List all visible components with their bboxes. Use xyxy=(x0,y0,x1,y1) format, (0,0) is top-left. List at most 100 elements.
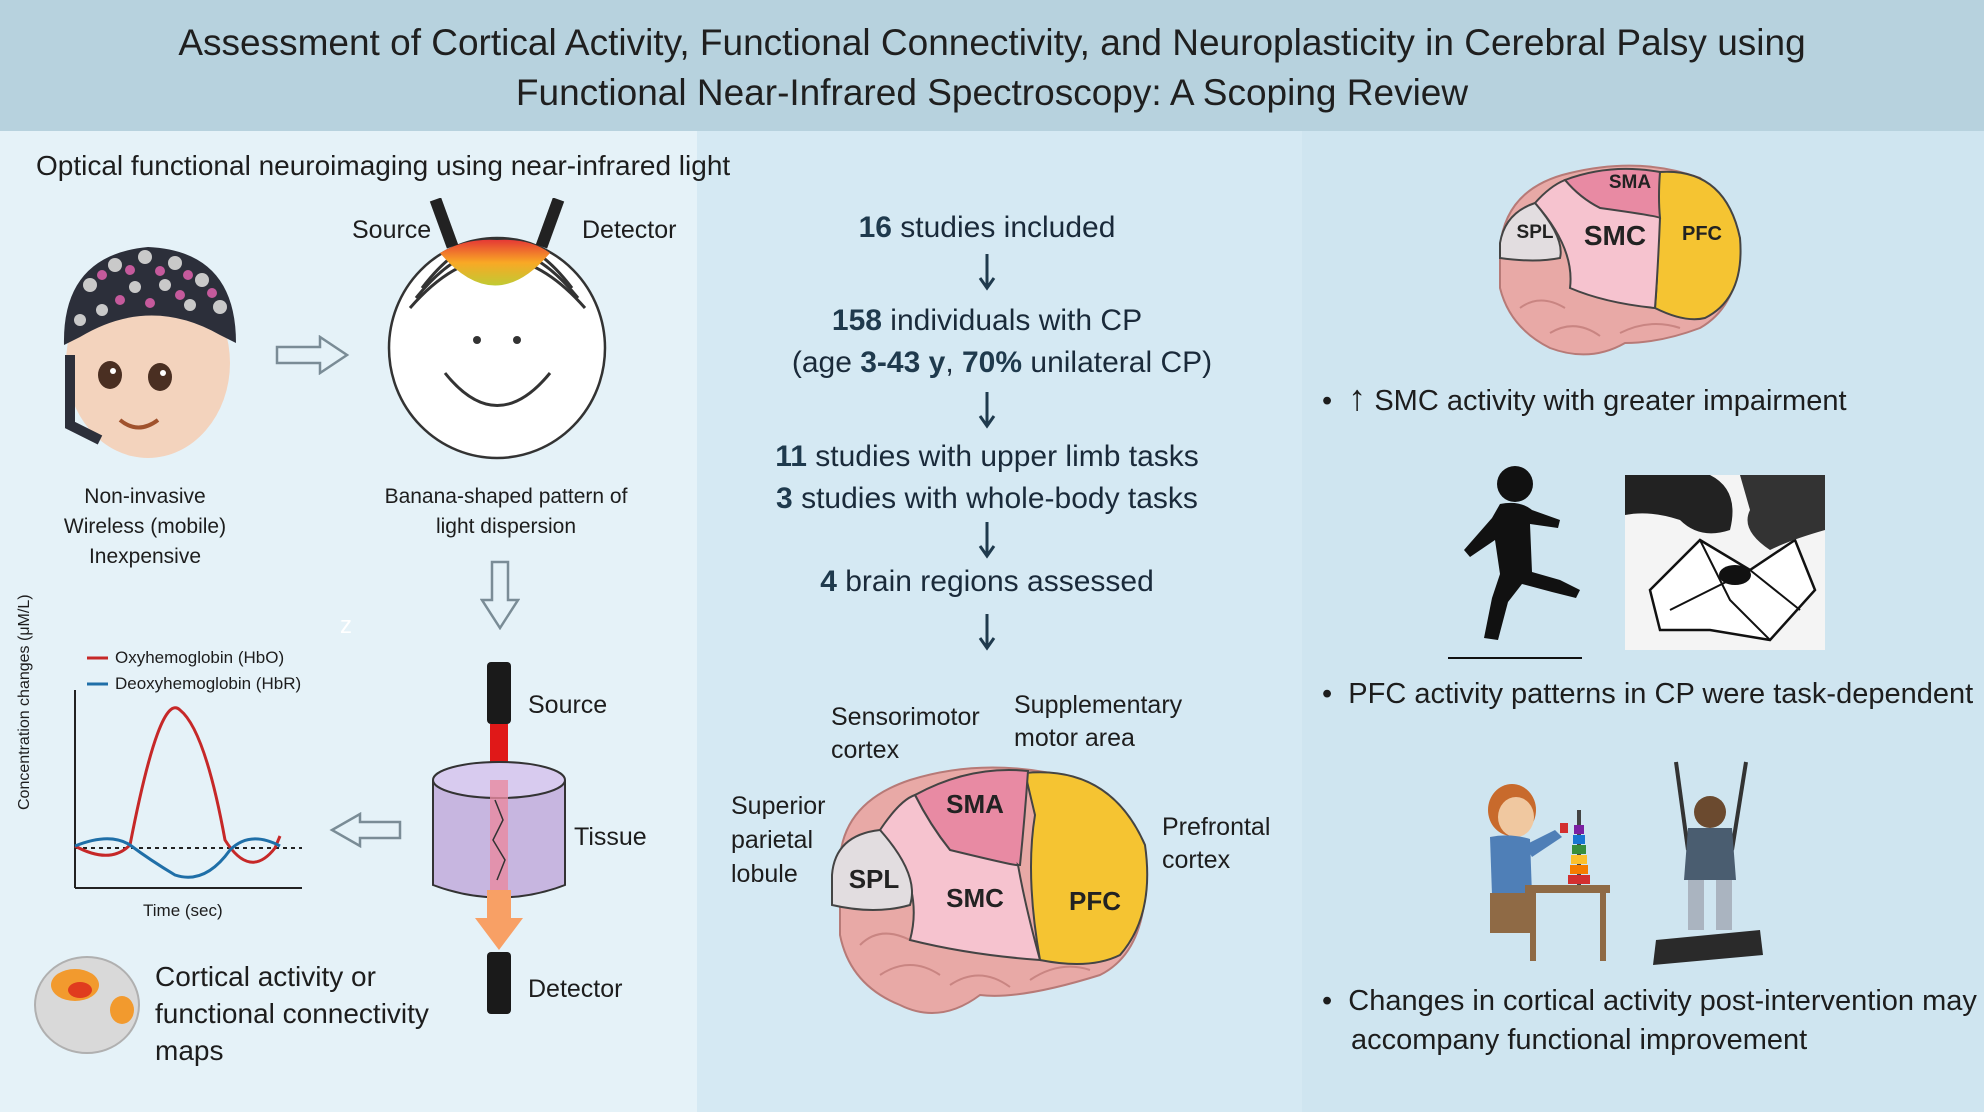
step-regions: 4 brain regions assessed xyxy=(697,561,1277,603)
step2-pre: (age xyxy=(791,346,861,379)
child-with-cap-illustration xyxy=(63,247,236,458)
tissue-detector-label: Detector xyxy=(528,975,623,1003)
step2-age: 3-43 y xyxy=(860,346,946,379)
right-pfc-region xyxy=(1653,170,1742,321)
bullet-smc-impairment: • ↑ SMC activity with greater impairment xyxy=(1322,378,1847,421)
title-line-1: Assessment of Cortical Activity, Functio… xyxy=(178,22,1806,63)
banana-caption-line1: Banana-shaped pattern of xyxy=(384,485,628,508)
tissue-diagram xyxy=(432,662,566,1014)
pfc-abbr: PFC xyxy=(1069,886,1121,916)
hollow-arrow-right xyxy=(275,335,350,375)
maps-caption-line3: maps xyxy=(155,1035,224,1066)
flow-arrows xyxy=(978,254,996,559)
smc-name-line1: Sensorimotor xyxy=(831,703,980,731)
running-child-silhouette xyxy=(1448,466,1582,659)
sma-abbr: SMA xyxy=(946,789,1004,819)
banana-caption: Banana-shaped pattern of light dispersio… xyxy=(370,482,642,542)
sma-name-line1: Supplementary xyxy=(1014,691,1183,719)
bullet-post-intervention: • Changes in cortical activity post-inte… xyxy=(1322,982,1977,1060)
left-heading: Optical functional neuroimaging using ne… xyxy=(36,150,731,181)
page-title: Assessment of Cortical Activity, Functio… xyxy=(0,18,1984,118)
right-spl-region xyxy=(1499,201,1562,262)
features-caption: Non-invasive Wireless (mobile) Inexpensi… xyxy=(40,482,250,572)
step4-text: brain regions assessed xyxy=(836,565,1154,598)
middle-brain-regions: SMA SPL SMC PFC xyxy=(831,766,1149,1014)
bullet2-text: PFC activity patterns in CP were task-de… xyxy=(1348,678,1974,710)
banana-source-label: Source xyxy=(352,216,432,244)
step4-number: 4 xyxy=(820,565,837,598)
maps-caption-line1: Cortical activity or xyxy=(155,961,376,992)
pfc-region xyxy=(1023,771,1149,965)
hollow-arrow-left xyxy=(329,812,402,848)
step2-number: 158 xyxy=(831,304,882,337)
bullet1-text: SMC activity with greater impairment xyxy=(1374,385,1847,417)
smc-abbr: SMC xyxy=(946,883,1004,913)
step2-sep: , xyxy=(945,346,962,379)
feature-inexpensive: Inexpensive xyxy=(88,545,202,568)
feature-non-invasive: Non-invasive xyxy=(84,485,206,508)
step3-number-2: 3 xyxy=(776,482,793,515)
title-line-2: Functional Near-Infrared Spectroscopy: A… xyxy=(515,72,1469,113)
right-sma-abbr: SMA xyxy=(1609,172,1652,193)
step3-text-2: studies with whole-body tasks xyxy=(792,482,1198,515)
bullet3-text-line2: accompany functional improvement xyxy=(1351,1024,1808,1056)
step3-number-1: 11 xyxy=(775,440,807,473)
right-smc-region xyxy=(1533,178,1662,310)
bullet-pfc-task: • PFC activity patterns in CP were task-… xyxy=(1322,674,1973,714)
banana-detector-label: Detector xyxy=(582,216,677,244)
banana-caption-line2: light dispersion xyxy=(435,515,577,538)
hbr-curve xyxy=(74,837,281,879)
flow-arrow-4 xyxy=(978,614,996,651)
detector-probe xyxy=(487,952,511,1014)
hbo-curve xyxy=(74,706,282,864)
step3-text-1: studies with upper limb tasks xyxy=(806,440,1199,473)
right-pfc-abbr: PFC xyxy=(1682,223,1722,245)
chart-ylabel: Concentration changes (μM/L) xyxy=(16,594,33,810)
spl-region xyxy=(831,828,913,911)
chart-xlabel: Time (sec) xyxy=(143,901,223,920)
step2-text: individuals with CP xyxy=(881,304,1143,337)
spl-name-line2: parietal xyxy=(731,826,813,854)
pfc-name: Prefrontal cortex xyxy=(1162,811,1270,877)
smc-region xyxy=(878,793,1042,962)
puzzle-hands-illustration xyxy=(1625,475,1825,650)
hemoglobin-chart xyxy=(74,656,302,889)
legend-hbr-label: Deoxyhemoglobin (HbR) xyxy=(115,674,302,693)
bullet-dot-1: • xyxy=(1322,385,1349,417)
step1-text: studies included xyxy=(891,211,1116,244)
step1-number: 16 xyxy=(858,211,892,244)
child-stacking-rings-illustration xyxy=(1488,784,1610,961)
sma-name-line2: motor area xyxy=(1014,724,1135,752)
spl-name: Superior parietal lobule xyxy=(731,789,826,891)
stray-glyph: z xyxy=(340,612,352,639)
spl-name-line1: Superior xyxy=(731,792,826,820)
tissue-label: Tissue xyxy=(574,823,647,851)
right-brain-regions: SMA SPL SMC PFC xyxy=(1499,164,1742,356)
spl-name-line3: lobule xyxy=(731,860,798,888)
feature-wireless: Wireless (mobile) xyxy=(63,515,227,538)
cortical-map-brain xyxy=(34,956,140,1054)
treadmill-harness-illustration xyxy=(1653,761,1763,965)
smc-name: Sensorimotor cortex xyxy=(831,701,980,767)
banana-head-diagram xyxy=(387,198,607,460)
maps-caption: Cortical activity or functional connecti… xyxy=(155,958,429,1069)
step-individuals: 158 individuals with CP (age 3-43 y, 70%… xyxy=(697,300,1277,384)
source-probe xyxy=(487,662,511,724)
step-tasks: 11 studies with upper limb tasks 3 studi… xyxy=(697,436,1277,520)
pfc-name-line1: Prefrontal xyxy=(1162,813,1271,841)
bullet-dot-2: • xyxy=(1322,678,1349,710)
step-studies-included: 16 studies included xyxy=(697,207,1277,249)
legend-hbo-label: Oxyhemoglobin (HbO) xyxy=(115,648,285,667)
bullet3-text-line1: Changes in cortical activity post-interv… xyxy=(1348,985,1977,1017)
tissue-source-label: Source xyxy=(528,691,608,719)
spl-abbr: SPL xyxy=(849,864,900,894)
pfc-name-line2: cortex xyxy=(1162,846,1231,874)
right-smc-abbr: SMC xyxy=(1584,220,1646,251)
step2-pct: 70% xyxy=(962,346,1023,379)
bullet-dot-3: • xyxy=(1322,985,1349,1017)
up-arrow-icon: ↑ xyxy=(1348,377,1367,418)
title-banner: Assessment of Cortical Activity, Functio… xyxy=(0,0,1984,131)
step2-post: unilateral CP) xyxy=(1022,346,1213,379)
right-spl-abbr: SPL xyxy=(1517,222,1554,243)
maps-caption-line2: functional connectivity xyxy=(155,998,429,1029)
